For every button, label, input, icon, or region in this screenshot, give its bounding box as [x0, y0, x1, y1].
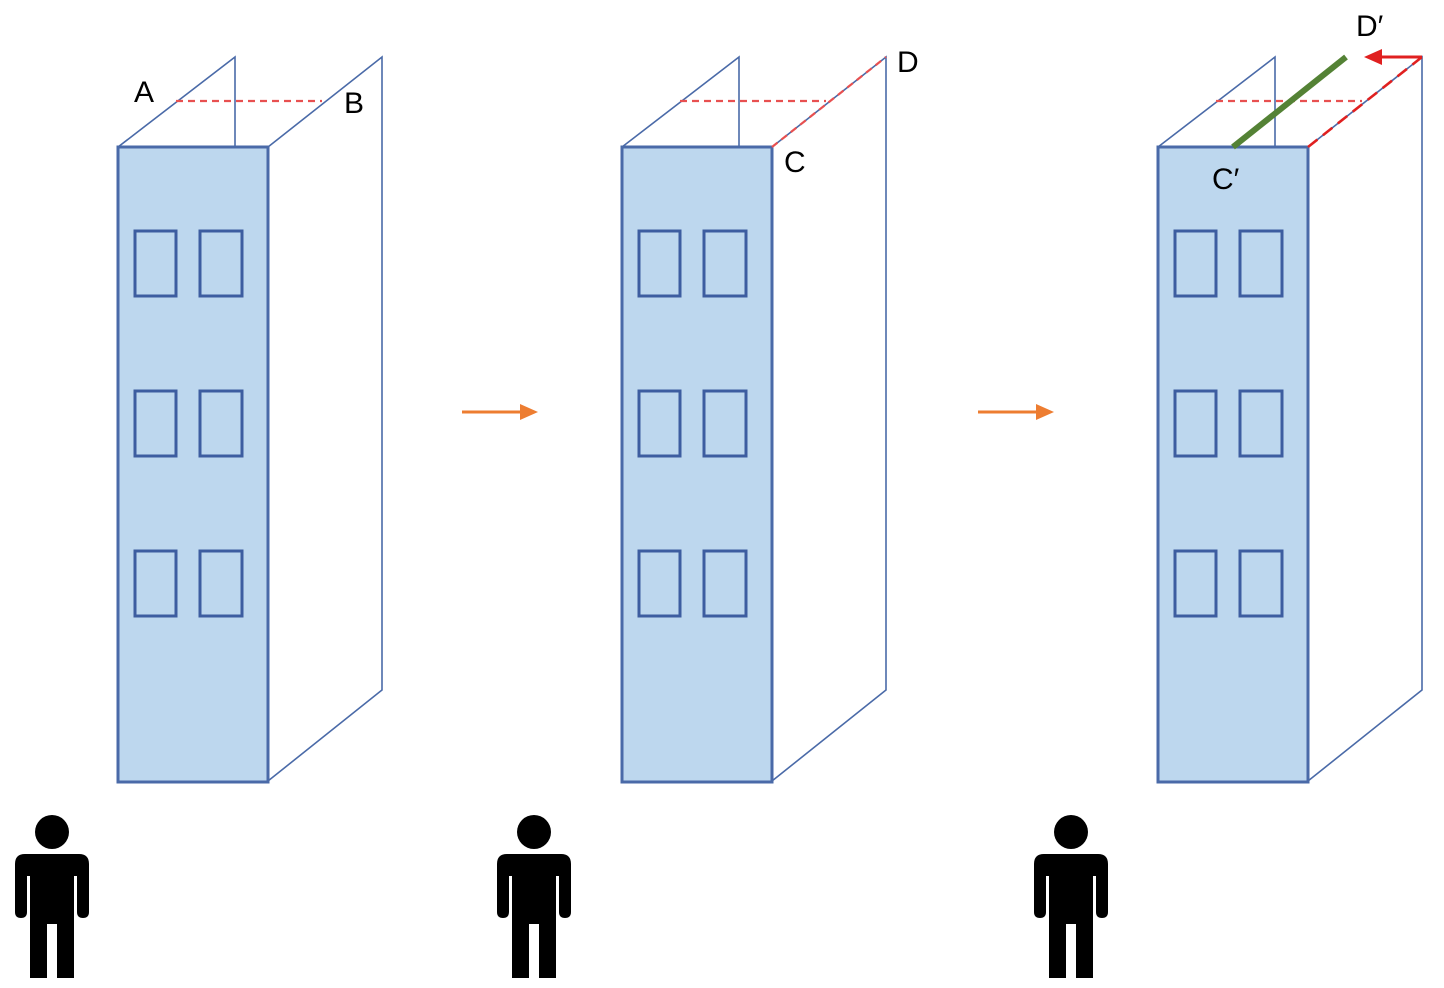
label-c-prime: C′ [1212, 163, 1240, 196]
dashed-line-cd [1307, 55, 1423, 149]
label-c: C [784, 146, 806, 179]
orange-arrow [462, 404, 538, 420]
building-2 [620, 56, 887, 784]
label-d: D [897, 46, 919, 79]
red-arrow [1364, 49, 1422, 65]
dashed-line-cd [771, 56, 887, 148]
building-1 [116, 56, 383, 784]
label-a: A [134, 76, 154, 109]
building-3 [1156, 55, 1423, 784]
label-b: B [344, 87, 364, 120]
person-icon [497, 815, 571, 978]
orange-arrow [978, 404, 1054, 420]
person-icon [1034, 815, 1108, 978]
label-d-prime: D′ [1356, 10, 1384, 43]
green-segment-c-prime-d-prime [1231, 54, 1348, 150]
person-icon [15, 815, 89, 978]
